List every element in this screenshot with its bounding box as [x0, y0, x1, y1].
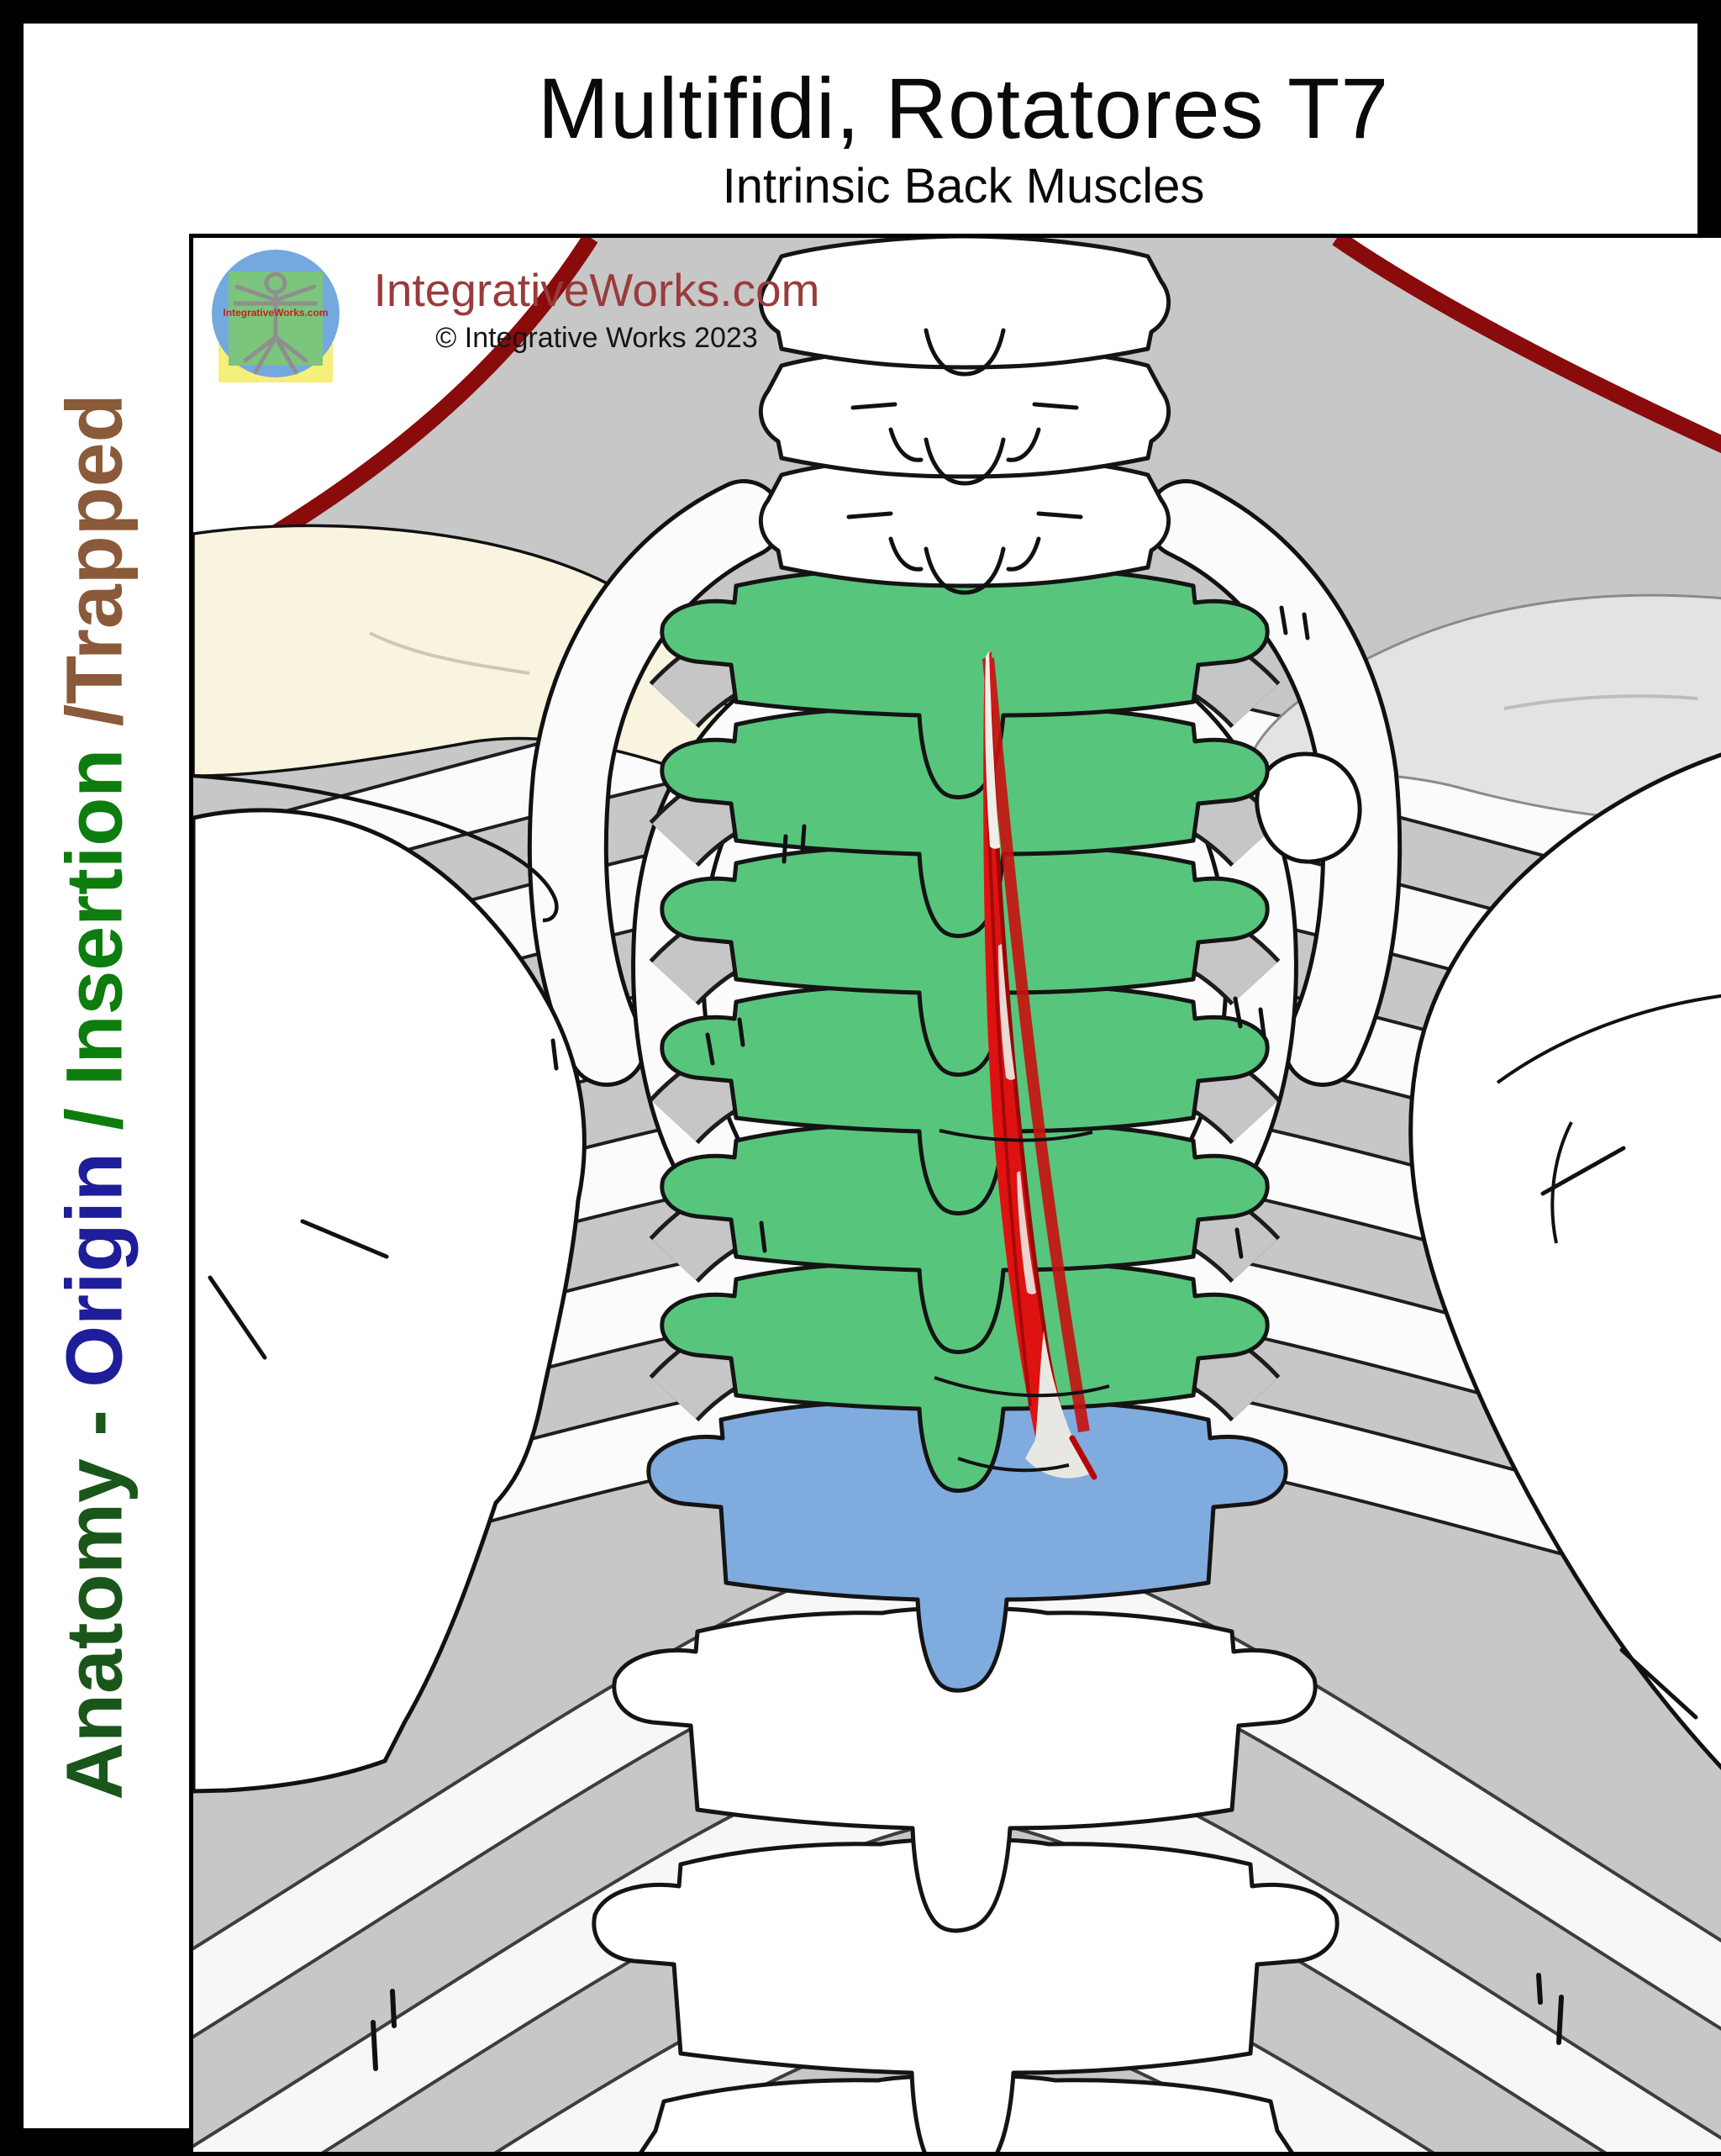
anatomy-illustration [193, 238, 1721, 2152]
label-dash: - [50, 1388, 139, 1458]
right-acromion [1257, 754, 1360, 862]
label-slash1: / [50, 1086, 139, 1152]
tick [373, 2022, 376, 2069]
page-subtitle: Intrinsic Back Muscles [189, 158, 1721, 214]
header: Multifidi, Rotatores T7 Intrinsic Back M… [189, 61, 1721, 214]
label-insertion: Insertion [50, 749, 139, 1086]
tick [392, 1991, 394, 2026]
label-trapped: Trapped [50, 393, 139, 704]
watermark-site: IntegrativeWorks.com [303, 263, 891, 317]
page-title: Multifidi, Rotatores T7 [189, 61, 1721, 156]
tick [1559, 1997, 1561, 2043]
watermark: IntegrativeWorks.com © Integrative Works… [303, 263, 891, 355]
tick [784, 836, 786, 862]
watermark-copyright: © Integrative Works 2023 [303, 322, 891, 355]
label-slash2: / [50, 704, 139, 749]
illustration-panel: IntegrativeWorks.com IntegrativeWorks.co… [189, 234, 1721, 2156]
tick [803, 826, 804, 850]
tick [1539, 1975, 1540, 2002]
label-origin: Origin [50, 1152, 139, 1388]
label-anatomy: Anatomy [50, 1458, 139, 1800]
side-category-label: Anatomy - Origin / Insertion /Trapped [50, 393, 141, 1800]
